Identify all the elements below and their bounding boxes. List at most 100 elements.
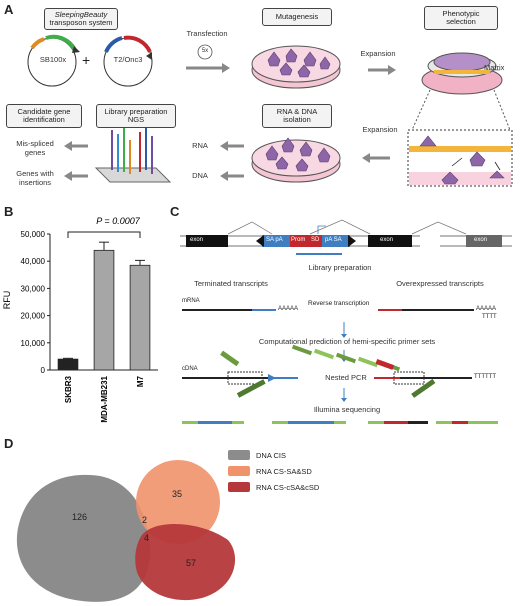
aaaaa-right: AAAAA: [476, 306, 497, 312]
venn-count-35: 35: [172, 489, 183, 499]
mis-line2: genes: [24, 147, 46, 157]
repeat-icon: [197, 44, 213, 60]
legend-label-rna-sa-sd: RNA CS-SA&SD: [256, 466, 312, 476]
bar-skbr3: [57, 358, 79, 371]
overexpressed-label: Overexpressed transcripts: [396, 279, 484, 288]
plus-sign: +: [82, 52, 91, 68]
sa-pa-block: [262, 235, 290, 247]
phenotypic-box: Phenotypic selection: [424, 6, 498, 30]
exon-far-label: exon: [474, 237, 488, 243]
venn-count-2: 2: [142, 515, 148, 525]
venn-rna-cs-sa-sd: [136, 460, 220, 544]
legend-item-rna-csa-csd: RNA CS-cSA&cSD: [228, 482, 319, 492]
reverse-transcription-label: Reverse transcription: [308, 300, 370, 307]
panel-c-graphics: [180, 219, 512, 424]
venn-count-4: 4: [144, 533, 150, 543]
panel-label-a: A: [4, 2, 14, 17]
pa-sa-label: pA SA: [325, 237, 342, 243]
illumina-label: Illumina sequencing: [313, 405, 381, 414]
legend-label-dna-cis: DNA CIS: [256, 450, 287, 460]
ngs-chip: [94, 167, 172, 183]
y-tick-label: 40,000: [21, 257, 46, 266]
transfection-label: Transfection: [186, 29, 228, 38]
candidate-line2: identification: [23, 115, 65, 124]
matrix-label: Matrix: [484, 63, 505, 72]
y-tick-label: 0: [41, 366, 46, 375]
rnadna-line2: isolation: [283, 115, 311, 124]
y-tick-label: 10,000: [21, 339, 46, 348]
x-tick-label: MDA-MB231: [100, 375, 109, 422]
legend-label-rna-csa-csd: RNA CS-cSA&cSD: [256, 482, 320, 492]
panel-label-d: D: [4, 436, 14, 451]
venn-rna-cs-csa-csd: [135, 523, 236, 601]
rnadna-line1: RNA & DNA: [276, 106, 318, 116]
candidate-box: Candidate gene identification: [6, 104, 82, 128]
expansion-top-label: Expansion: [360, 49, 396, 58]
phenotypic-line1: Phenotypic: [442, 8, 480, 18]
exon-right-label: exon: [380, 237, 394, 243]
legend-swatch-rna-sa-sd: [228, 466, 250, 476]
library-prep-label: Library preparation: [308, 263, 372, 272]
venn-dna-cis: [16, 474, 150, 602]
bar-m7: [129, 264, 151, 371]
tttt-label: TTTT: [482, 314, 497, 320]
exon-right-block: [368, 235, 412, 247]
sb-system-box: SleepingBeauty transposon system: [44, 8, 118, 30]
x-tick-label: SKBR3: [64, 375, 73, 403]
library-line1: Library preparation: [104, 106, 168, 116]
sd-block: [310, 235, 322, 247]
pa-sa-block: [322, 235, 350, 247]
panel-a-graphics: [27, 34, 513, 187]
panel-label-b: B: [4, 204, 14, 219]
sequencing-reads: [182, 421, 498, 424]
mutagenesis-box: Mutagenesis: [262, 8, 332, 26]
insertions-label: Genes with insertions: [10, 169, 60, 187]
sb-system-subtitle: transposon system: [49, 18, 113, 27]
panel-label-c: C: [170, 204, 180, 219]
repeat-count: 5x: [201, 48, 209, 54]
library-line2: NGS: [127, 115, 145, 124]
y-axis-title: RFU: [2, 291, 12, 310]
primer-set: [291, 344, 401, 372]
sa-pa-label: SA pA: [266, 237, 283, 243]
exon-left-label: exon: [190, 237, 204, 243]
y-tick-label: 30,000: [21, 284, 46, 293]
rna-label: RNA: [192, 141, 208, 150]
expansion-bottom-label: Expansion: [362, 125, 398, 134]
bar-chart: RFU P = 0.0007 010,00020,00030,00040,000…: [2, 216, 158, 423]
legend-item-dna-cis: DNA CIS: [228, 450, 286, 460]
venn-diagram: [16, 460, 236, 602]
mis-line1: Mis-spliced: [16, 139, 54, 148]
prom-label: Prom: [291, 237, 306, 243]
tttttt-label: TTTTTT: [474, 374, 496, 380]
t2onc3-label: T2/Onc3: [113, 55, 143, 64]
p-value-annotation: P = 0.0007: [96, 216, 140, 226]
y-tick-label: 50,000: [21, 230, 46, 239]
panel-c: exon SA pA Prom SD pA SA exon exon Libra…: [172, 206, 518, 434]
computational-label: Computational prediction of hemi-specifi…: [258, 337, 436, 346]
phenotypic-line2: selection: [446, 17, 476, 26]
prom-block: [290, 235, 310, 247]
mis-spliced-label: Mis-spliced genes: [10, 139, 60, 157]
terminated-label: Terminated transcripts: [194, 279, 268, 288]
ins-line2: insertions: [18, 177, 52, 187]
bar-mda-mb231: [93, 249, 115, 371]
sd-label: SD: [311, 237, 320, 243]
ins-line1: Genes with: [16, 169, 54, 178]
exon-far-block: [466, 235, 502, 247]
legend-item-rna-sa-sd: RNA CS-SA&SD: [228, 466, 312, 476]
rnadna-box: RNA & DNA isolation: [262, 104, 332, 128]
mrna-label: mRNA: [182, 298, 200, 304]
exon-left-block: [186, 235, 228, 247]
venn-count-126: 126: [72, 512, 88, 522]
candidate-line1: Candidate gene: [17, 106, 71, 116]
legend-swatch-rna-csa-csd: [228, 482, 250, 492]
cdna-label: cDNA: [182, 366, 198, 372]
panel-a: SleepingBeauty transposon system: [0, 0, 520, 200]
nested-pcr-label: Nested PCR: [325, 373, 367, 382]
dna-label: DNA: [192, 171, 208, 180]
significance-bracket: [67, 231, 141, 238]
sb-system-title: SleepingBeauty: [54, 9, 108, 19]
sb100x-label: SB100x: [39, 55, 67, 64]
library-box: Library preparation NGS: [96, 104, 176, 128]
